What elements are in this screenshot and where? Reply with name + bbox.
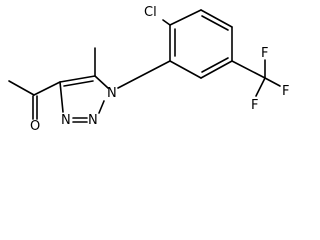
- bond-cf3-f-bottom: [255, 77, 266, 97]
- bond-n3-c4: [59, 81, 64, 113]
- bond-ring-c5-c6: [200, 60, 233, 79]
- bond-c4-c5-inner: [63, 80, 94, 87]
- chemical-structure-diagram: Cl N N N O F F F: [8, 5, 289, 134]
- bond-ring-cl: [162, 19, 171, 26]
- bond-cf3-f-right: [264, 77, 281, 87]
- atom-label-f-bottom: F: [251, 98, 258, 113]
- bond-ring-cf3: [231, 60, 266, 79]
- bond-c5-n1: [94, 75, 109, 89]
- bond-acetyl-methyl: [8, 80, 35, 96]
- bond-ring-inner-b: [201, 15, 229, 31]
- bond-n1-n2: [98, 100, 105, 114]
- bond-n1-aryl: [117, 60, 171, 89]
- atom-label-n1: N: [107, 86, 117, 101]
- bond-ring-c6-c1: [169, 60, 202, 79]
- bond-c4-c5-single: [59, 75, 96, 83]
- atom-label-n2: N: [88, 113, 98, 128]
- bond-ring-inner-c: [201, 57, 229, 73]
- bond-carbonyl-c-c4: [33, 81, 61, 96]
- bond-ring-c3-c4: [200, 9, 233, 28]
- atom-label-f-right: F: [282, 84, 289, 99]
- atom-label-f-top: F: [261, 46, 268, 61]
- atom-label-o: O: [30, 119, 40, 134]
- atom-label-n3: N: [61, 113, 71, 128]
- atom-label-cl: Cl: [144, 5, 157, 20]
- bond-ring-c2-c3: [169, 9, 202, 26]
